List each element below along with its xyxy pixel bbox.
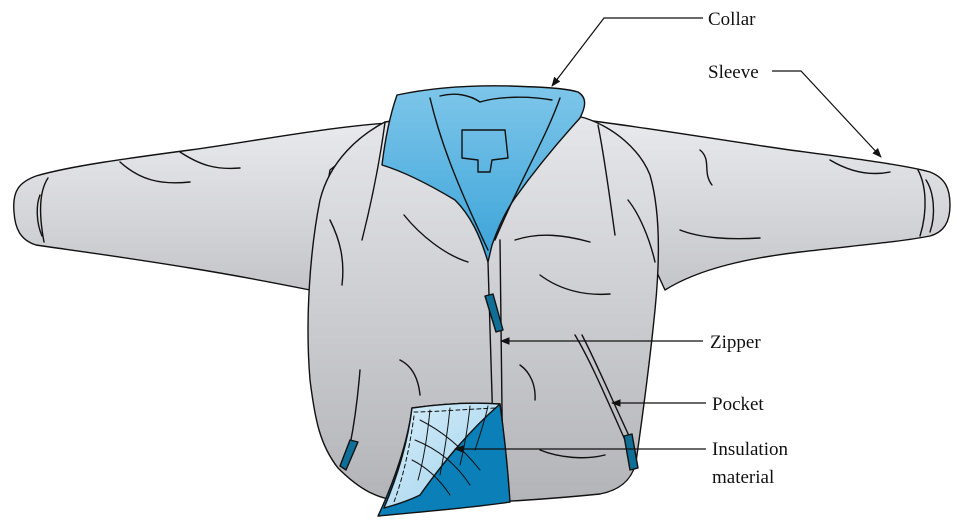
label-zipper: Zipper [710,332,761,353]
label-insulation-line2: material [712,467,774,488]
label-sleeve: Sleeve [708,62,759,83]
sleeve-leader [772,71,881,157]
label-collar: Collar [708,9,756,30]
collar-leader [552,18,703,86]
label-insulation-line1: Insulation [712,439,788,460]
label-pocket: Pocket [712,394,764,415]
jacket-illustration [14,86,950,516]
